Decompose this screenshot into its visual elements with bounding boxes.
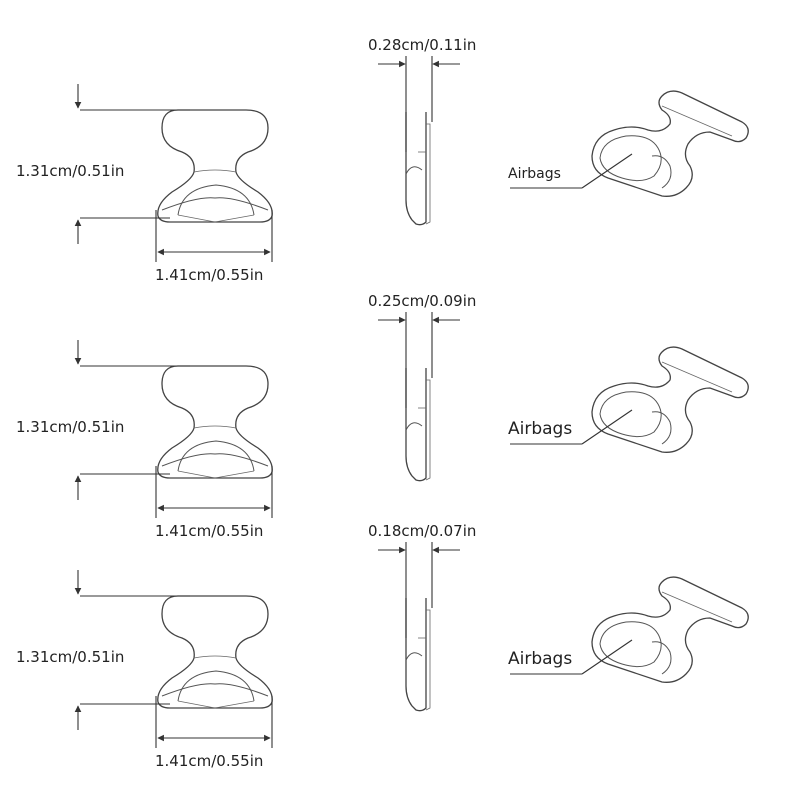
diagram-row: 1.31cm/0.51in 1.41cm/0.55in 0.28cm/0.11inA… bbox=[16, 36, 749, 284]
perspective-view-pad bbox=[591, 90, 749, 197]
side-view-pad bbox=[405, 367, 431, 482]
height-label: 1.31cm/0.51in bbox=[16, 418, 124, 436]
thickness-label: 0.28cm/0.11in bbox=[368, 36, 476, 54]
width-label: 1.41cm/0.55in bbox=[155, 522, 263, 540]
diagram-row: 1.31cm/0.51in 1.41cm/0.55in 0.18cm/0.07inA… bbox=[16, 522, 749, 770]
perspective-view-pad bbox=[591, 346, 749, 453]
front-view-pad bbox=[157, 595, 273, 709]
width-label: 1.41cm/0.55in bbox=[155, 752, 263, 770]
diagram-row: 1.31cm/0.51in 1.41cm/0.55in 0.25cm/0.09inA… bbox=[16, 292, 749, 540]
perspective-view-pad bbox=[591, 576, 749, 683]
front-view-pad bbox=[157, 109, 273, 223]
thickness-label: 0.18cm/0.07in bbox=[368, 522, 476, 540]
airbags-label: Airbags bbox=[508, 166, 561, 182]
side-view-pad bbox=[405, 111, 431, 226]
airbags-leader-line bbox=[581, 409, 633, 445]
airbags-leader-line bbox=[581, 153, 633, 189]
thickness-label: 0.25cm/0.09in bbox=[368, 292, 476, 310]
airbags-label: Airbags bbox=[508, 419, 572, 439]
height-label: 1.31cm/0.51in bbox=[16, 648, 124, 666]
front-view-pad bbox=[157, 365, 273, 479]
airbags-label: Airbags bbox=[508, 649, 572, 669]
width-label: 1.41cm/0.55in bbox=[155, 266, 263, 284]
airbags-leader-line bbox=[581, 639, 633, 675]
height-label: 1.31cm/0.51in bbox=[16, 162, 124, 180]
side-view-pad bbox=[405, 597, 431, 712]
